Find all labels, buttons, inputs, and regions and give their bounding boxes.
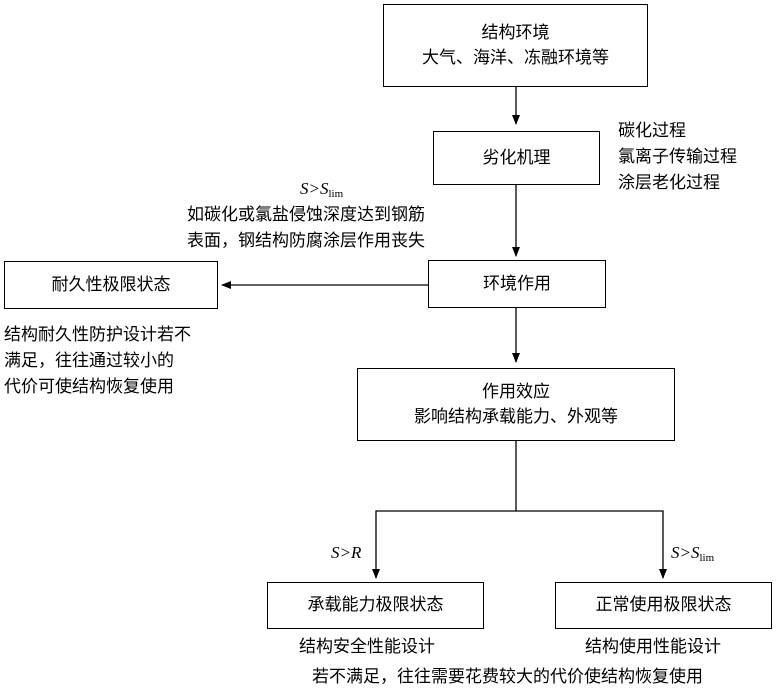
effect-title: 作用效应 xyxy=(482,381,550,402)
durability-description: 结构耐久性防护设计若不 满足，往往通过较小的 代价可使结构恢复使用 xyxy=(4,322,191,400)
action-box: 环境作用 xyxy=(428,260,606,308)
effect-subtitle: 影响结构承载能力、外观等 xyxy=(414,406,618,427)
capacity-limit-box: 承载能力极限状态 xyxy=(267,582,484,629)
condition-top: S>Slim xyxy=(300,179,344,200)
description-line: 如碳化或氯盐侵蚀深度达到钢筋 xyxy=(187,205,425,225)
durability-limit-box: 耐久性极限状态 xyxy=(4,261,218,309)
mechanism-list: 碳化过程 氯离子传输过程 涂层老化过程 xyxy=(618,118,737,196)
mechanism-item: 氯离子传输过程 xyxy=(618,147,737,167)
description-line: 结构耐久性防护设计若不 xyxy=(4,325,191,345)
degradation-box: 劣化机理 xyxy=(433,131,600,185)
action-title: 环境作用 xyxy=(483,273,551,294)
service-limit-box: 正常使用极限状态 xyxy=(555,582,772,629)
branch-line-left xyxy=(372,510,516,579)
description-line: 表面，钢结构防腐涂层作用丧失 xyxy=(187,231,425,251)
description-line: 满足，往往通过较小的 xyxy=(4,351,174,371)
capacity-design-label: 结构安全性能设计 xyxy=(299,637,435,657)
mechanism-item: 涂层老化过程 xyxy=(618,173,720,193)
condition-left: S>R xyxy=(331,543,362,562)
environment-box: 结构环境 大气、海洋、冻融环境等 xyxy=(383,4,648,87)
environment-subtitle: 大气、海洋、冻融环境等 xyxy=(422,47,609,68)
bottom-description: 若不满足，往往需要花费较大的代价使结构恢复使用 xyxy=(312,667,703,687)
mechanism-item: 碳化过程 xyxy=(618,121,686,141)
durability-limit-title: 耐久性极限状态 xyxy=(51,274,171,295)
degradation-title: 劣化机理 xyxy=(482,147,551,168)
description-line: 代价可使结构恢复使用 xyxy=(4,377,174,397)
effect-box: 作用效应 影响结构承载能力、外观等 xyxy=(357,368,675,441)
condition-right: S>Slim xyxy=(671,543,715,564)
condition-top-description: 如碳化或氯盐侵蚀深度达到钢筋 表面，钢结构防腐涂层作用丧失 xyxy=(187,202,425,254)
service-design-label: 结构使用性能设计 xyxy=(585,637,721,657)
branch-line-right xyxy=(516,510,667,579)
service-limit-title: 正常使用极限状态 xyxy=(595,595,732,615)
environment-title: 结构环境 xyxy=(481,22,550,43)
capacity-limit-title: 承载能力极限状态 xyxy=(307,595,444,615)
